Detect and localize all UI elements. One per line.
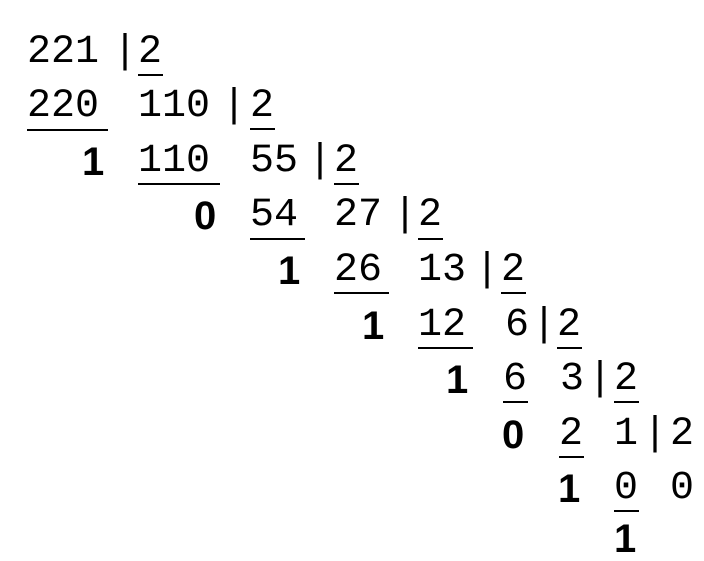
divisor-underline [334,183,359,185]
product-underline [503,401,528,403]
remainder-1: 1 [558,467,581,511]
remainder-1: 1 [278,249,301,293]
product-underline [418,347,473,349]
separator-bar: | [643,412,668,457]
dividend-6: 6 [505,303,530,348]
product-underline [334,292,389,294]
remainder-1: 1 [446,358,469,402]
divisor-underline [501,292,526,294]
remainder-0: 0 [194,194,217,238]
separator-bar: | [532,303,557,348]
dividend-13: 13 [418,248,467,293]
product-2: 2 [559,412,584,457]
separator-bar: | [588,357,613,402]
divisor-underline [138,74,163,76]
remainder-1: 1 [82,140,105,184]
divisor-underline [557,347,582,349]
divisor: 2 [670,412,695,457]
remainder-1: 1 [362,304,385,348]
product-underline [559,456,584,458]
separator-bar: | [113,30,138,75]
divisor-underline [250,128,275,130]
dividend-27: 27 [334,193,383,238]
divisor-underline [418,238,443,240]
product-underline [250,238,305,240]
divisor: 2 [501,248,526,293]
dividend-221: 221 [27,30,100,75]
divisor: 2 [138,30,163,75]
dividend-55: 55 [250,139,299,184]
product-underline [614,510,639,512]
separator-bar: | [308,139,333,184]
product-underline [27,129,108,131]
product-12: 12 [418,303,467,348]
remainder-1: 1 [614,517,637,561]
product-26: 26 [334,248,383,293]
divisor: 2 [418,193,443,238]
divisor: 2 [250,84,275,129]
dividend-3: 3 [560,357,585,402]
product-54: 54 [250,193,299,238]
separator-bar: | [475,248,500,293]
remainder-0: 0 [502,413,525,457]
divisor: 2 [334,139,359,184]
product-6: 6 [503,357,528,402]
divisor: 2 [557,303,582,348]
product-110: 110 [138,139,211,184]
dividend-1: 1 [614,412,639,457]
separator-bar: | [222,84,247,129]
divisor-underline [614,401,639,403]
product-220: 220 [27,84,100,129]
final-quotient-0: 0 [670,466,695,511]
product-underline [138,183,220,185]
divisor: 2 [614,357,639,402]
separator-bar: | [393,193,418,238]
dividend-110: 110 [138,84,211,129]
product-0: 0 [614,466,639,511]
